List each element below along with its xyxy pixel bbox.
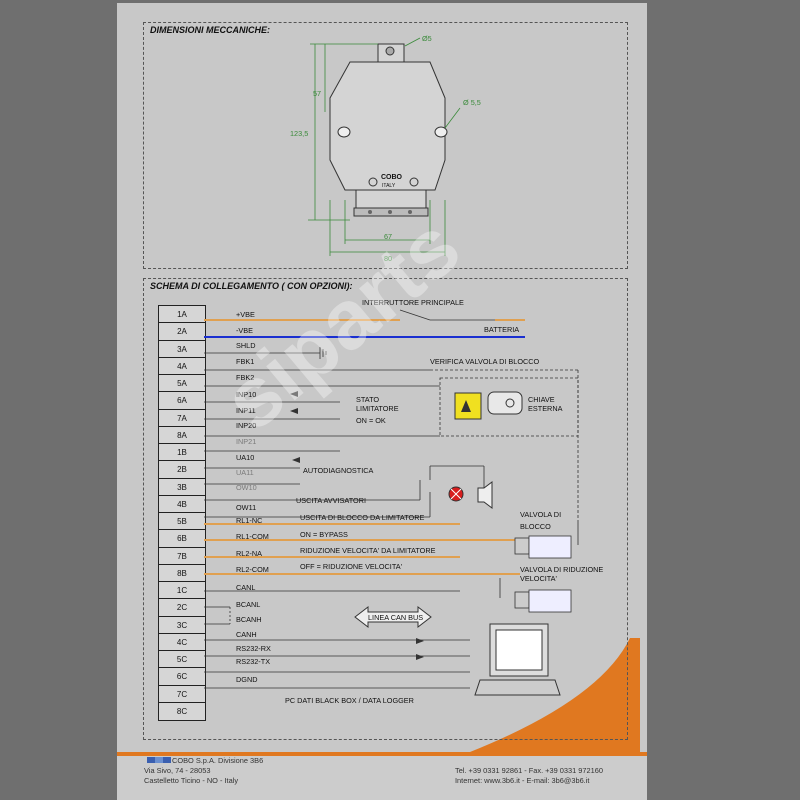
sig-inp11: INP11	[236, 406, 256, 415]
valve-block-label: VALVOLA DI BLOCCO	[520, 510, 562, 531]
brand-mark: COBO	[381, 174, 402, 181]
connector-pin: 3A	[159, 341, 205, 358]
sig-bcanl: BCANL	[236, 600, 261, 609]
dim-width-80: 80	[384, 254, 393, 263]
connector-pin: 8C	[176, 706, 188, 716]
sig-canh: CANH	[236, 630, 257, 639]
mechanical-section: DIMENSIONI MECCANICHE:	[143, 22, 628, 269]
connector-pin: 4C	[159, 634, 205, 651]
sig-inp20: INP20	[236, 421, 257, 430]
speed-red-label: RIDUZIONE VELOCITA' DA LIMITATORE	[300, 546, 436, 555]
connector-pin: 8A	[159, 427, 205, 444]
valve-speed-label: VALVOLA DI RIDUZIONE VELOCITA'	[520, 565, 604, 583]
connector-pin: 2A	[159, 323, 205, 341]
sig-inp21: INP21	[236, 437, 257, 446]
connector-pin: 5B	[159, 513, 205, 531]
connector-pin: 3B	[159, 479, 205, 496]
sig-fbk1: FBK1	[236, 357, 255, 366]
mechanical-title: DIMENSIONI MECCANICHE:	[150, 25, 271, 35]
connector-pin: 1B	[159, 444, 205, 462]
main-switch-label: INTERRUTTORE PRINCIPALE	[362, 298, 464, 307]
footer-company: COBO S.p.A. Divisione 3B6	[172, 756, 264, 765]
on-bypass-label: ON = BYPASS	[300, 530, 348, 539]
connector-pin: 2B	[159, 461, 205, 479]
ext-key-label: CHIAVE ESTERNA	[528, 395, 563, 413]
limiter-on-label: ON = OK	[356, 416, 386, 425]
footer-phone: Tel. +39 0331 92861 - Fax. +39 0331 9721…	[455, 766, 603, 775]
footer-city: Castelletto Ticino - NO - Italy	[144, 776, 239, 785]
sig-rs232-rx: RS232-RX	[236, 644, 271, 653]
block-out-label: USCITA DI BLOCCO DA LIMITATORE	[300, 513, 425, 522]
can-bus-label: LINEA CAN BUS	[368, 613, 424, 622]
valve-check-label: VERIFICA VALVOLA DI BLOCCO	[430, 357, 540, 366]
pc-logger-label: PC DATI BLACK BOX / DATA LOGGER	[285, 696, 414, 705]
connector-pin: 6B	[159, 530, 205, 548]
connector-pin: 6C	[159, 668, 205, 686]
limiter-state-label: STATO LIMITATORE	[356, 395, 399, 413]
connector-pin: 5A	[159, 375, 205, 393]
connector-pin: 1C	[159, 582, 205, 600]
sig-bcanh: BCANH	[236, 615, 262, 624]
off-red-label: OFF = RIDUZIONE VELOCITA'	[300, 562, 403, 571]
sig-vbe-neg: -VBE	[236, 326, 254, 335]
sig-vbe-pos: +VBE	[236, 310, 255, 319]
connector-pin: 2C	[159, 599, 205, 617]
sig-fbk2: FBK2	[236, 373, 255, 382]
dim-hole-top: Ø5	[422, 34, 432, 43]
sig-ua10: UA10	[236, 453, 255, 462]
connector-pin: 5C	[159, 651, 205, 669]
connector-pin: 8B	[159, 565, 205, 582]
connector-pin: 4B	[159, 496, 205, 513]
sig-shld: SHLD	[236, 341, 256, 350]
connector-pin: 7A	[159, 410, 205, 427]
wiring-title: SCHEMA DI COLLEGAMENTO ( CON OPZIONI):	[150, 281, 353, 291]
sig-ow10: OW10	[236, 483, 257, 492]
connector-pin: 3C	[159, 617, 205, 634]
connector-pin: 6A	[159, 392, 205, 410]
sig-rl1-nc: RL1-NC	[236, 516, 263, 525]
sig-rs232-tx: RS232-TX	[236, 657, 271, 666]
connector-pin: 1A	[159, 306, 205, 324]
connector-pin: 7B	[159, 548, 205, 565]
sig-rl1-com: RL1-COM	[236, 532, 269, 541]
dim-width-67: 67	[384, 232, 393, 241]
connector-pin: 4A	[159, 358, 205, 375]
sig-ow11: OW11	[236, 503, 257, 512]
footer-web: Internet: www.3b6.it - E-mail: 3b6@3b6.i…	[455, 776, 590, 785]
self-diag-label: AUTODIAGNOSTICA	[303, 466, 374, 475]
sig-inp10: INP10	[236, 390, 257, 399]
dim-height-57: 57	[313, 89, 322, 98]
sig-rl2-na: RL2-NA	[236, 549, 262, 558]
sig-canl: CANL	[236, 583, 256, 592]
wiring-section: SCHEMA DI COLLEGAMENTO ( CON OPZIONI):	[143, 278, 628, 740]
sig-ua11: UA11	[236, 468, 254, 477]
sig-rl2-com: RL2-COM	[236, 565, 269, 574]
battery-label: BATTERIA	[484, 325, 520, 334]
connector-pin: 7C	[159, 686, 205, 703]
warn-out-label: USCITA AVVISATORI	[296, 496, 367, 505]
dim-hole-side: Ø 5,5	[463, 98, 481, 107]
dim-height-123: 123,5	[290, 129, 309, 138]
sig-dgnd: DGND	[236, 675, 258, 684]
brand-sub: ITALY	[382, 183, 396, 189]
footer-address: Via Sivo, 74 - 28053	[144, 766, 211, 775]
